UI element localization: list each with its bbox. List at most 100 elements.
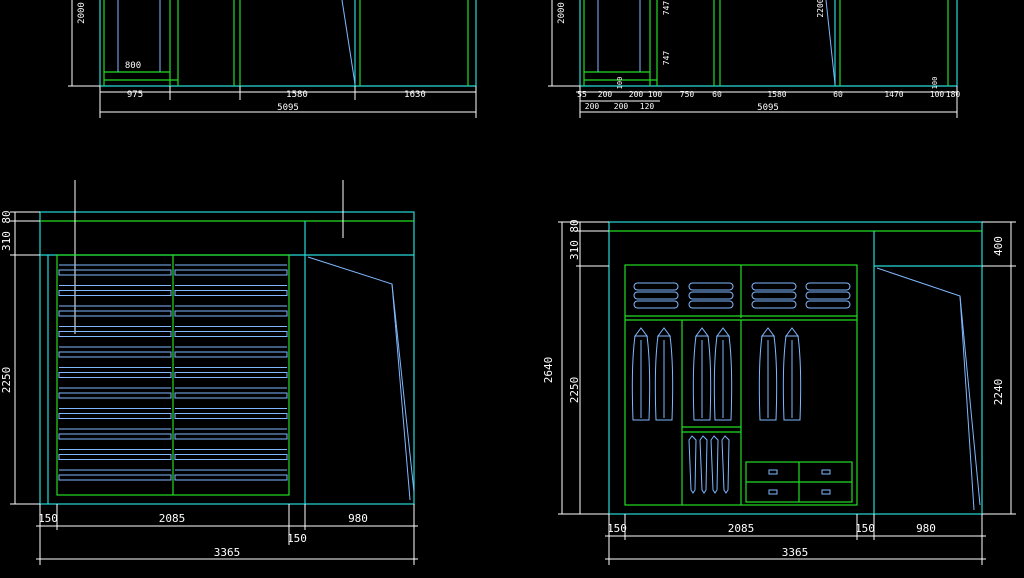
- folded-clothes: [633, 282, 851, 309]
- drawer-handle: [768, 469, 778, 475]
- folded-item: [688, 291, 734, 300]
- garment: [692, 335, 712, 421]
- shelf-board: [174, 433, 288, 440]
- row1-label: 750: [680, 90, 695, 99]
- shelf-board: [58, 351, 172, 358]
- ties: [688, 435, 730, 494]
- height-dim-label: 2000: [557, 2, 567, 24]
- garment: [713, 335, 733, 421]
- tie: [688, 435, 697, 494]
- left-dim-label: 2640: [542, 357, 555, 384]
- hanger: [657, 327, 671, 337]
- left-dim-label: 80: [0, 210, 13, 223]
- folded-item: [633, 291, 679, 300]
- garment: [758, 335, 778, 421]
- row1-label: 200: [629, 90, 644, 99]
- segment-label: 1580: [286, 90, 308, 100]
- hanger: [785, 327, 799, 337]
- garment: [782, 335, 802, 421]
- drawer-handles: [768, 469, 831, 495]
- hanger: [716, 327, 730, 337]
- left-dim-label: 310: [568, 240, 581, 260]
- total-label: 3365: [214, 546, 241, 559]
- hanger: [761, 327, 775, 337]
- bottom-dim-label: 980: [348, 512, 368, 525]
- shelf-board: [58, 413, 172, 419]
- shelf-board: [174, 474, 288, 481]
- row1-label: 180: [946, 90, 961, 99]
- bottom-dim-label: 980: [916, 522, 936, 535]
- folded-item: [751, 291, 797, 300]
- folded-item: [805, 282, 851, 291]
- garment: [631, 335, 651, 421]
- folded-item: [688, 300, 734, 309]
- shelf-board: [174, 372, 288, 378]
- row1-label: 100: [930, 90, 945, 99]
- segment-label: 1630: [404, 90, 426, 100]
- shelf-board: [174, 310, 288, 317]
- bottom-dim-label: 150: [607, 522, 627, 535]
- side-dim-label: 747: [662, 1, 671, 16]
- row1-label: 1470: [884, 90, 903, 99]
- shelf-board: [174, 351, 288, 358]
- tie: [721, 435, 730, 494]
- left-dim-label: 2250: [568, 377, 581, 404]
- shelf-board: [174, 413, 288, 419]
- left-dim-label: 310: [0, 231, 13, 251]
- row2-label: 120: [640, 102, 655, 111]
- left-dim-label: 2250: [0, 367, 13, 394]
- total-label: 5095: [757, 103, 779, 113]
- bottom-dim-label: 2085: [159, 512, 186, 525]
- row1-label: 60: [712, 90, 722, 99]
- row2-label: 200: [585, 102, 600, 111]
- shelf-board: [58, 474, 172, 481]
- drawer-handle: [821, 469, 831, 475]
- tie: [699, 435, 708, 494]
- folded-item: [633, 282, 679, 291]
- hanger: [695, 327, 709, 337]
- tie: [710, 435, 719, 494]
- folded-item: [751, 282, 797, 291]
- garment: [654, 335, 674, 421]
- side-dim-label: 747: [662, 51, 671, 66]
- inner-dim-label: 800: [125, 61, 141, 71]
- folded-item: [805, 300, 851, 309]
- shelf-board: [174, 269, 288, 276]
- top-right-plan: 2000 2200 747 747 100 100 55 200 200 100…: [548, 0, 960, 118]
- hanging-clothes: [631, 327, 802, 421]
- left-dim-label: 80: [568, 219, 581, 232]
- shelf-board: [58, 310, 172, 317]
- height-dim-label: 2000: [77, 2, 87, 24]
- shelf-board: [58, 433, 172, 440]
- bottom-dim-label: 150: [287, 532, 307, 545]
- row1-label: 100: [648, 90, 663, 99]
- row2-label: 200: [614, 102, 629, 111]
- shelf-board: [58, 290, 172, 296]
- shoe-shelves: [58, 264, 288, 481]
- folded-item: [633, 300, 679, 309]
- bottom-dim-label: 2085: [728, 522, 755, 535]
- shelf-board: [58, 269, 172, 276]
- drawer-handle: [821, 489, 831, 495]
- folded-item: [751, 300, 797, 309]
- shelf-board: [174, 392, 288, 399]
- top-left-plan: 2000 800 975 1580 1630 5095: [68, 0, 477, 118]
- shelf-board: [174, 331, 288, 337]
- row1-label: 55: [577, 90, 587, 99]
- shelf-board: [174, 454, 288, 460]
- shelf-board: [58, 331, 172, 337]
- drawer-handle: [768, 489, 778, 495]
- right-dim-label: 100: [931, 77, 939, 90]
- bottom-dim-label: 150: [38, 512, 58, 525]
- side-dim-label: 2200: [816, 0, 825, 18]
- shelf-board: [58, 372, 172, 378]
- folded-item: [688, 282, 734, 291]
- shelf-board: [174, 290, 288, 296]
- total-label: 3365: [782, 546, 809, 559]
- left-elevation: 310 80 2250 150 2085 980 150 3365: [0, 180, 418, 565]
- extra-dim-label: 100: [616, 77, 624, 90]
- row1-label: 60: [833, 90, 843, 99]
- right-elevation: 310 80 2640 2250 400 2240 150 2085 150 9…: [542, 219, 1016, 565]
- right-dim-label: 2240: [992, 379, 1005, 406]
